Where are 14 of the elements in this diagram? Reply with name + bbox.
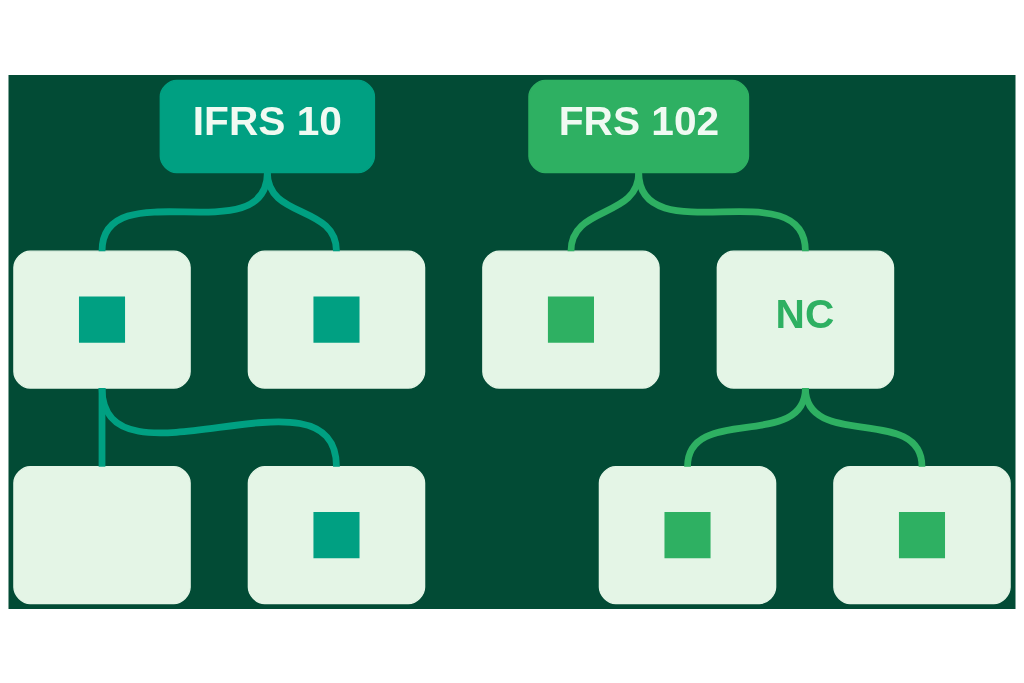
node-picture — [482, 250, 660, 389]
node-picture — [247, 465, 426, 604]
connector — [264, 171, 340, 252]
node-box — [13, 465, 191, 604]
node-picture — [598, 465, 777, 604]
connector — [802, 387, 926, 467]
node-picture — [833, 465, 1011, 604]
node-box: IFRS 10 — [159, 79, 376, 173]
node-picture — [247, 250, 426, 389]
node-picture — [13, 250, 191, 389]
connector — [635, 171, 809, 252]
node-box: NC — [716, 250, 895, 389]
connector — [98, 386, 340, 467]
node-box: FRS 102 — [528, 79, 750, 173]
